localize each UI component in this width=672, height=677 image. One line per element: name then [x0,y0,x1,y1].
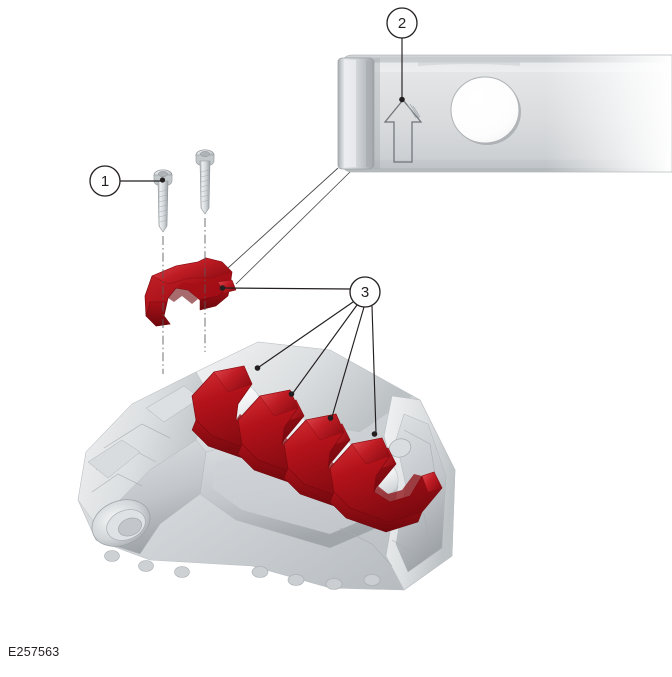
callout-3-circle[interactable] [349,276,381,308]
installed-bearing-cap-4 [329,437,443,533]
bearing-shell-locating-tab [337,57,380,170]
callout-2-number: 2 [398,15,406,32]
callout-3-number: 3 [361,284,369,301]
callout-3-leaders [223,287,377,434]
callout-2[interactable]: 2 [386,7,418,103]
callout-3-leader-dots [219,285,378,437]
callout-2-leader-dot [399,96,405,103]
callout-3[interactable]: 3 [219,276,381,437]
callout-2-circle[interactable] [386,7,418,39]
bearing-shell-detail-view [227,54,672,285]
callout-1-leader-dot [159,177,166,183]
removed-main-bearing-cap [144,257,237,327]
bearing-shell-oil-hole [450,76,521,145]
figure-id-label: E257563 [8,645,60,659]
callout-1[interactable]: 1 [89,165,166,197]
bearing-shell-direction-arrow [383,99,423,163]
installed-main-bearing-caps [191,365,443,533]
bearing-cap-bolt-right [195,149,215,215]
callout-1-circle[interactable] [89,165,121,197]
detail-view-connector-lines [227,167,351,285]
assembly-centrelines [162,218,206,374]
bearing-cap-bolts [153,149,215,374]
callout-1-number: 1 [101,173,109,190]
